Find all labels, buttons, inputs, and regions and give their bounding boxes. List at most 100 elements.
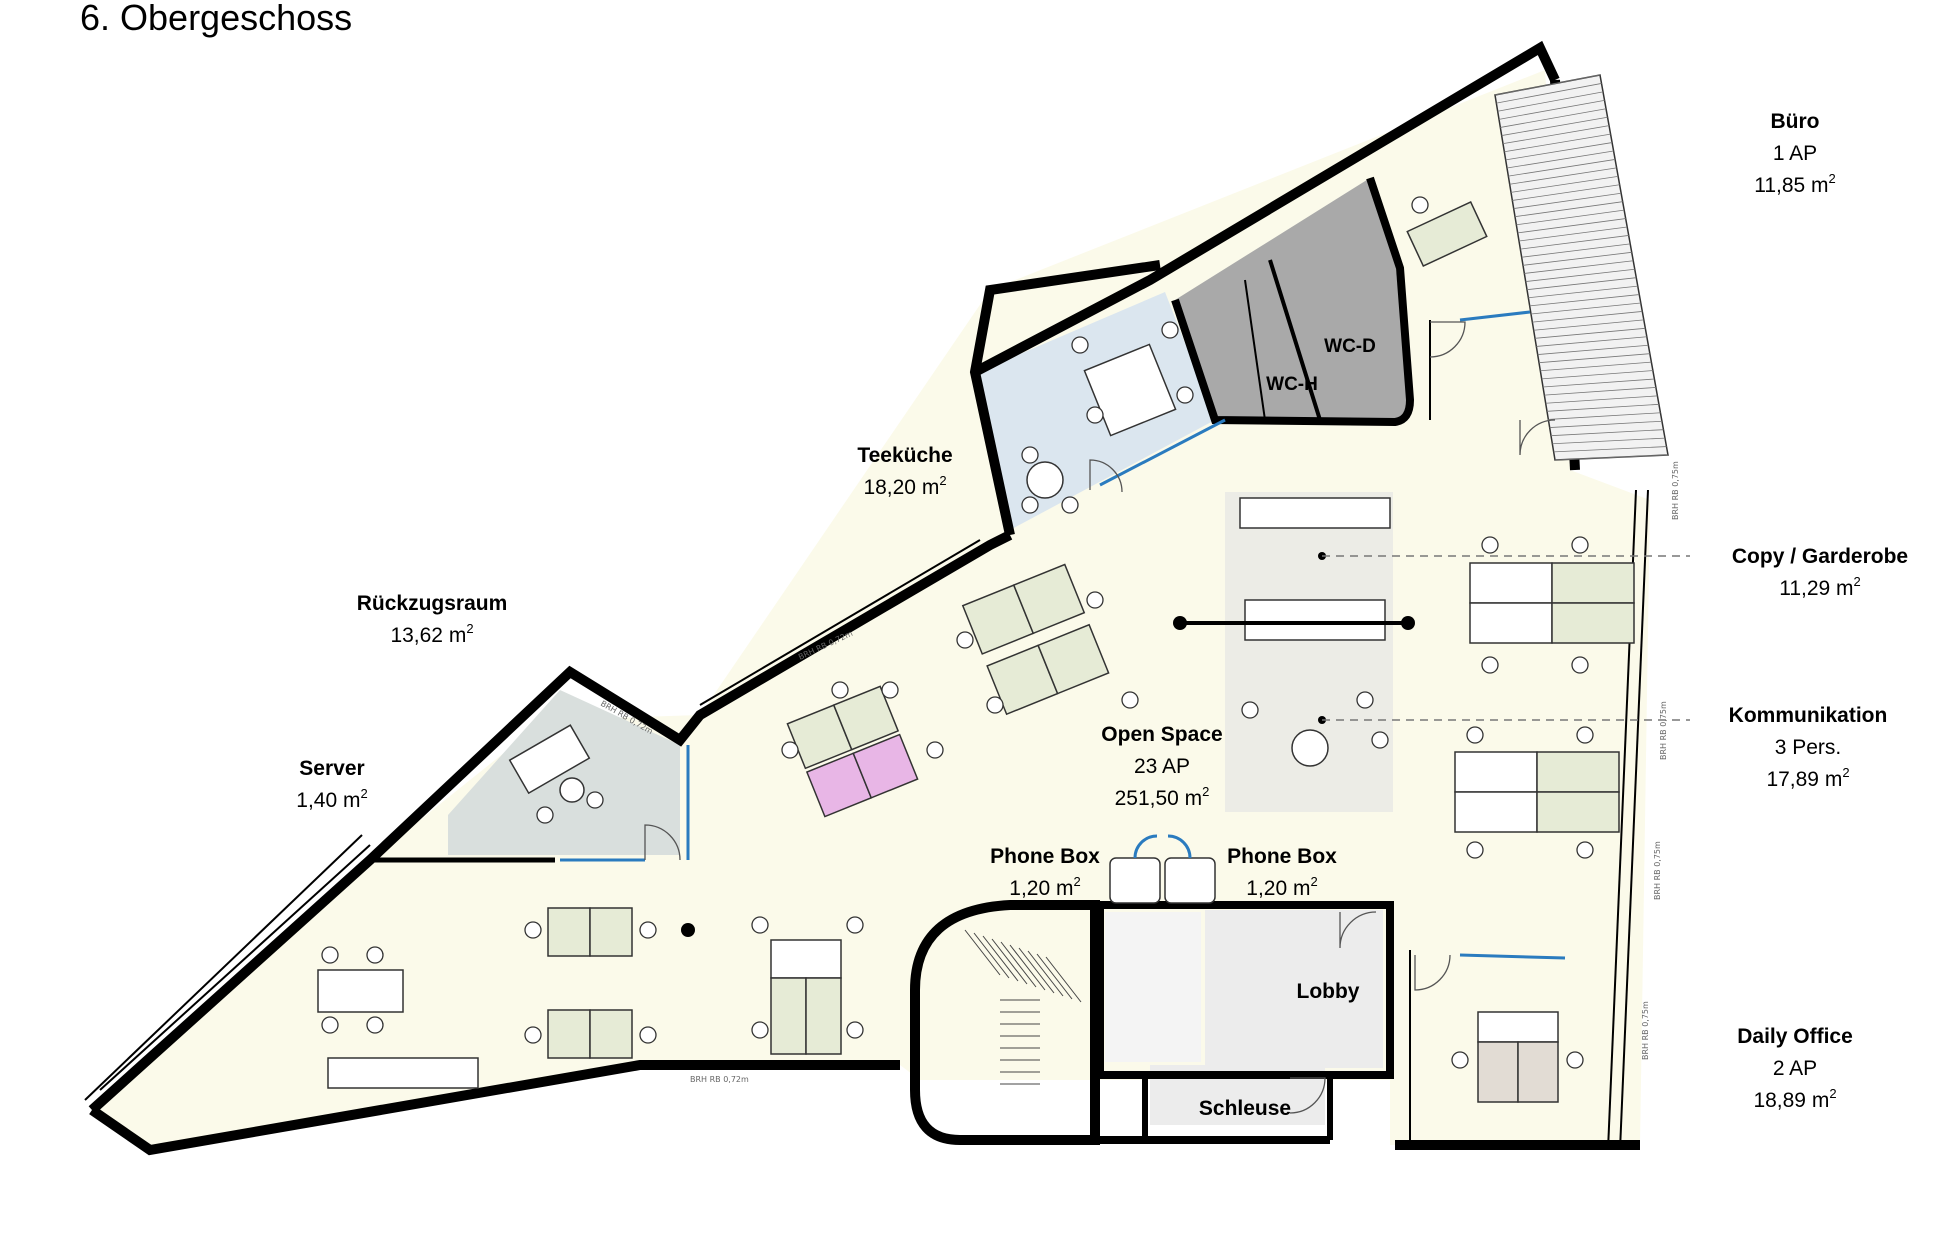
room-name-phone-box-left: Phone Box [990, 845, 1100, 868]
chair [926, 741, 944, 759]
phone-box-right-door [1167, 834, 1192, 859]
window-label: BRH RB 0,75m [1671, 461, 1680, 520]
facade-hatch-line [1530, 302, 1641, 315]
facade-hatch-line [1537, 344, 1649, 355]
chair [1481, 536, 1499, 554]
facade-hatch-line [1545, 395, 1658, 404]
glass-daily-office [1459, 953, 1566, 960]
stairs [964, 929, 1082, 1085]
chair [781, 741, 799, 759]
facade-hatch-line [1498, 99, 1605, 120]
chair [1121, 691, 1139, 709]
facade-hatch-line [1505, 142, 1613, 161]
outer-wall-north [969, 260, 1161, 537]
facade-hatch-line [1517, 218, 1626, 234]
central-round-table [1291, 729, 1329, 767]
chair [831, 681, 849, 699]
room-name-teekueche: Teeküche [857, 444, 952, 467]
chair [1371, 731, 1389, 749]
facade-line-east [1619, 489, 1649, 1151]
facade-hatch-line [1494, 74, 1601, 96]
chair [1356, 691, 1374, 709]
facade-hatch-line [1506, 150, 1614, 169]
facade-hatch [1494, 74, 1669, 461]
facade-hatch-line [1497, 91, 1604, 112]
furniture [317, 196, 1690, 1103]
stair-step [1027, 950, 1064, 997]
room-area-teekueche: 18,20 m2 [863, 473, 946, 499]
facade-hatch-line [1520, 235, 1629, 250]
west-sideboard [327, 1057, 479, 1089]
chair [1086, 406, 1104, 424]
facade-hatch-line [1529, 294, 1640, 307]
facade-hatch-line [1502, 125, 1610, 145]
chair [1576, 726, 1594, 744]
wc-partition-2 [1244, 279, 1266, 421]
facade-hatch-line [1496, 83, 1602, 104]
room-name-phone-box-right: Phone Box [1227, 845, 1337, 868]
room-area-rueckzugsraum: 13,62 m2 [390, 621, 473, 647]
stair-tower-wall [910, 900, 1100, 1145]
chair [1571, 536, 1589, 554]
chair [1451, 1051, 1469, 1069]
chair [321, 946, 339, 964]
room-name-copy: Copy / Garderobe [1732, 545, 1908, 568]
chair [846, 1021, 864, 1039]
facade-hatch-line [1522, 251, 1632, 266]
facade-hatch-line [1518, 226, 1628, 242]
room-name-open-space: Open Space [1101, 723, 1222, 746]
stair-step [1045, 956, 1082, 1003]
stair-step [982, 935, 1019, 982]
chair [1161, 321, 1179, 339]
facade-hatch-line [1512, 184, 1620, 201]
stair-step [964, 929, 1001, 976]
desk-cluster-pink [786, 685, 919, 818]
window-label: BRH RB 0,75m [1653, 841, 1662, 900]
facade-hatch-line [1532, 311, 1643, 323]
facade-hatch-line [1544, 387, 1656, 396]
chair [1086, 591, 1104, 609]
stair-step [991, 938, 1028, 985]
room-info-kommunikation: 3 Pers. [1775, 736, 1842, 759]
facade-hatch-line [1528, 285, 1638, 299]
chair [586, 791, 604, 809]
window-label: BRH RB 0,72m [690, 1075, 749, 1084]
facade-hatch-line [1514, 201, 1623, 218]
room-area-daily-office: 18,89 m2 [1753, 1086, 1836, 1112]
room-name-lobby: Lobby [1297, 980, 1360, 1003]
room-info-daily-office: 2 AP [1773, 1057, 1817, 1080]
stair-step [1018, 947, 1055, 994]
chair [1071, 336, 1089, 354]
chair [1021, 496, 1039, 514]
stair-step [1036, 953, 1073, 1000]
chair [536, 806, 554, 824]
glass-buero [1459, 310, 1531, 322]
chair [751, 916, 769, 934]
desk-cluster-b [770, 939, 842, 1055]
facade-hatch-line [1516, 209, 1625, 226]
facade-hatch-line [1509, 167, 1617, 185]
chair [524, 921, 542, 939]
door-daily-office [1414, 954, 1451, 991]
facade-hatch-line [1534, 327, 1646, 339]
doors [644, 321, 1556, 1114]
room-name-kommunikation: Kommunikation [1729, 704, 1888, 727]
west-facade-line [99, 844, 371, 1091]
facade-hatch-line [1553, 446, 1667, 453]
interior-walls [370, 320, 1431, 1140]
core-walls [1096, 901, 1394, 1079]
chair [751, 1021, 769, 1039]
chair [986, 696, 1004, 714]
chair [321, 1016, 339, 1034]
glass-partitions [560, 310, 1566, 960]
door-server [644, 824, 681, 861]
facade-hatch-line [1548, 412, 1661, 420]
room-name-wc-h: WC-H [1266, 374, 1318, 395]
stair-step [973, 932, 1010, 979]
room-area-server: 1,40 m2 [296, 786, 367, 812]
stair-step [1000, 941, 1037, 988]
chair [956, 631, 974, 649]
phone-box-right-cabin [1164, 857, 1216, 904]
facade-hatch-line [1542, 378, 1655, 388]
kitchen-table [1083, 343, 1177, 437]
